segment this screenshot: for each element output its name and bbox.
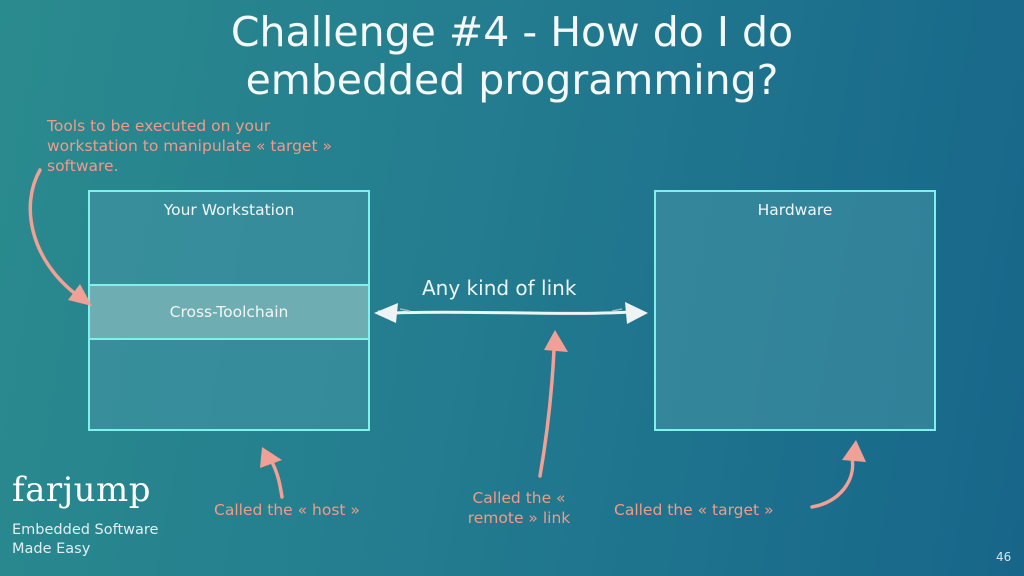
hardware-label: Hardware <box>757 201 833 219</box>
remote-arrow <box>538 330 568 478</box>
cross-toolchain-block: Cross-Toolchain <box>90 284 368 340</box>
tools-arrow <box>28 168 92 306</box>
link-label: Any kind of link <box>422 276 577 300</box>
target-arrow <box>810 440 866 509</box>
host-annotation: Called the « host » <box>214 501 360 519</box>
workstation-label: Your Workstation <box>163 201 295 219</box>
host-arrow <box>260 447 284 499</box>
cross-toolchain-label: Cross-Toolchain <box>169 303 289 321</box>
tagline: Embedded Software Made Easy <box>12 522 159 557</box>
slide-title: Challenge #4 - How do I do embedded prog… <box>230 8 794 104</box>
workstation-box: Your Workstation Cross-Toolchain <box>88 190 370 431</box>
farjump-logo: farjump <box>12 470 152 510</box>
link-arrow <box>374 302 648 324</box>
tools-annotation: Tools to be executed on your workstation… <box>47 117 332 175</box>
page-number: 46 <box>996 550 1012 564</box>
target-annotation: Called the « target » <box>614 501 774 519</box>
remote-annotation: Called the « remote » link <box>467 489 571 527</box>
hardware-box: Hardware <box>654 190 936 431</box>
